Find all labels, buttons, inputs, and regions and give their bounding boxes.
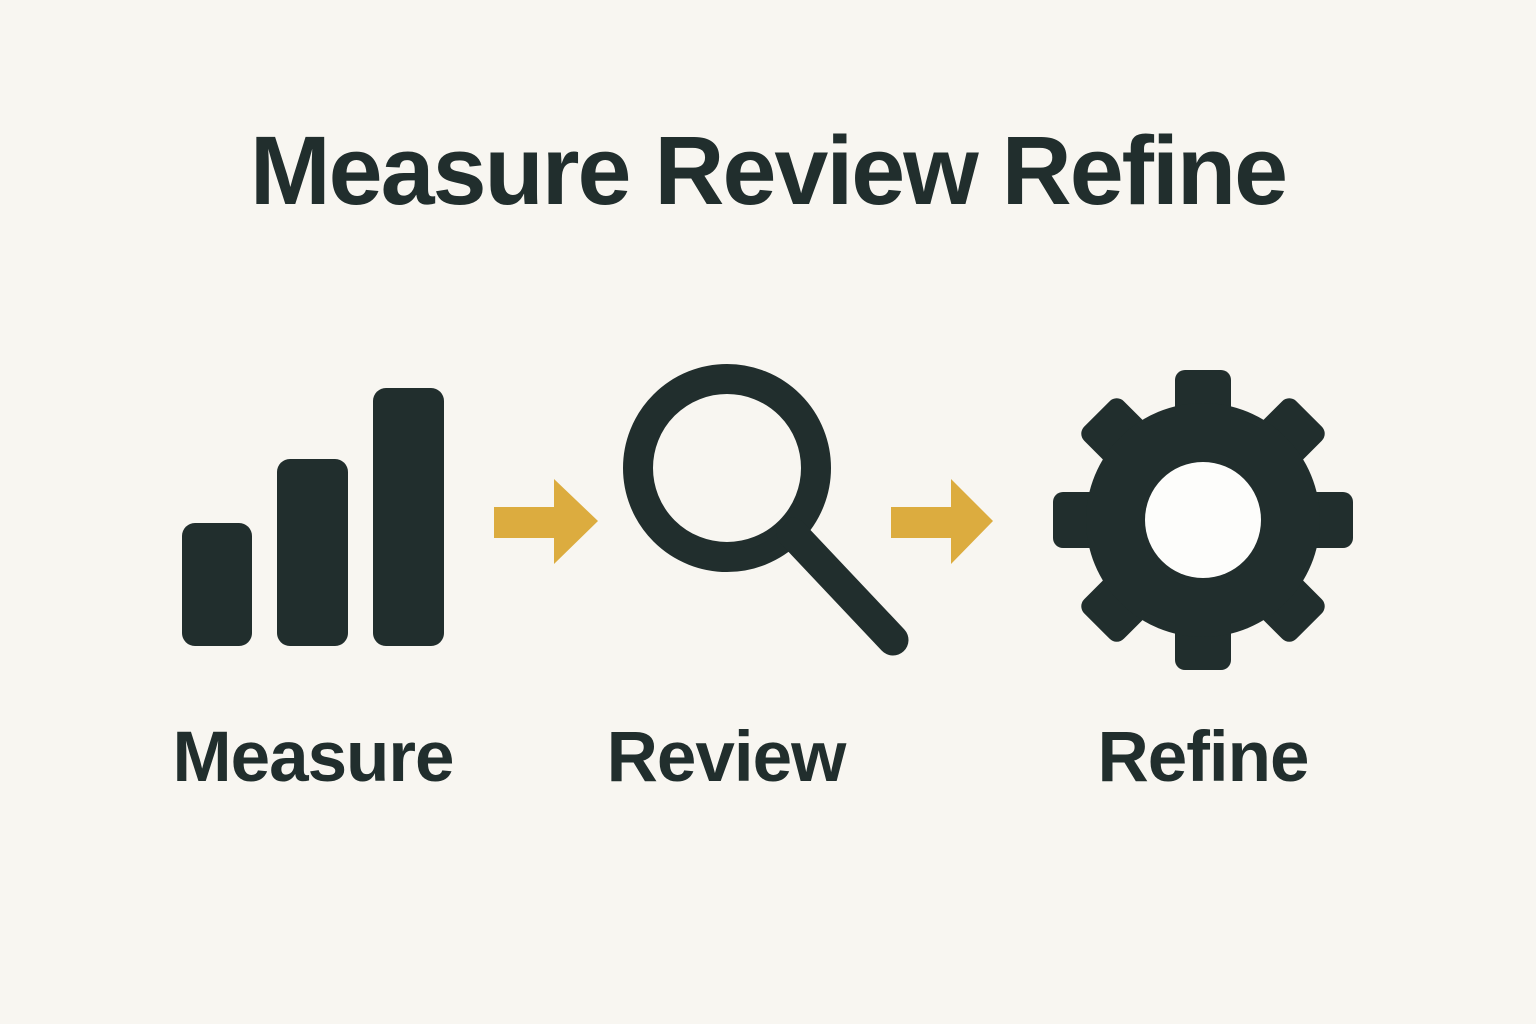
gear-hole — [1145, 462, 1261, 578]
arrow-right-icon — [891, 479, 993, 564]
magnifier-icon — [623, 364, 909, 656]
step-label-measure: Measure — [172, 718, 454, 797]
arrow-right-icon — [494, 479, 598, 564]
step-label-refine: Refine — [1097, 718, 1310, 797]
gear-icon — [1053, 370, 1353, 670]
magnifier-lens — [623, 364, 831, 572]
magnifier-handle — [776, 517, 909, 656]
bar-chart-icon — [182, 388, 444, 646]
bar-tall — [373, 388, 444, 646]
bar-medium — [277, 459, 348, 646]
page-title: Measure Review Refine — [249, 116, 1288, 225]
step-label-review: Review — [606, 718, 847, 797]
bar-short — [182, 523, 252, 646]
